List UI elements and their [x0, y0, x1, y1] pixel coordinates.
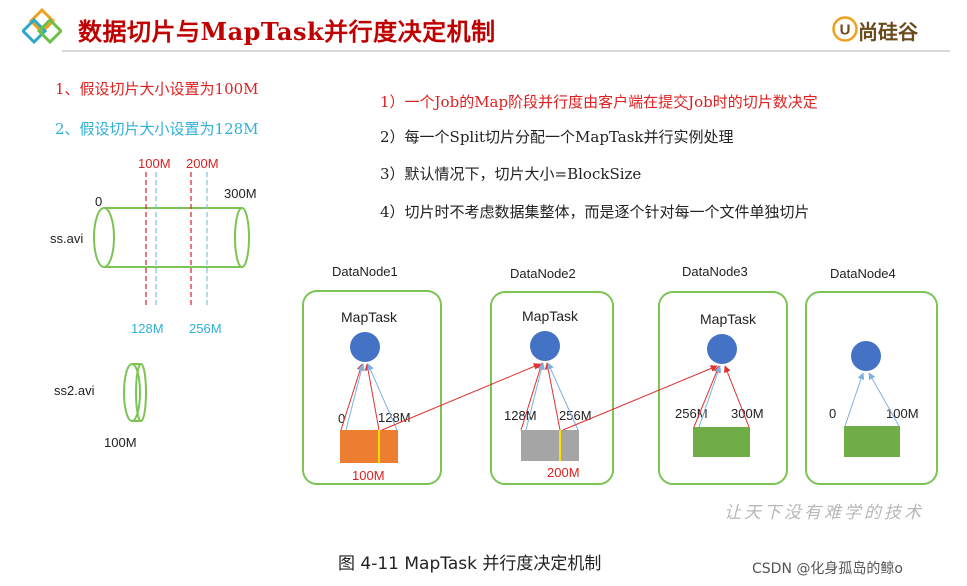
arrow-blue-3a — [698, 365, 722, 428]
block-1-bottom-label: 100M — [352, 468, 385, 483]
case-1-text: 1、假设切片大小设置为100M — [55, 80, 259, 98]
file-name-ss-avi: ss.avi — [50, 231, 83, 246]
block-4-right-label: 100M — [886, 406, 919, 421]
rule-2: 2）每一个Split切片分配一个MapTask并行实例处理 — [380, 128, 734, 146]
block-1-orange — [340, 430, 398, 463]
block-3-right-label: 300M — [731, 406, 764, 421]
block-1-left-label: 0 — [338, 411, 345, 426]
case-2-text: 2、假设切片大小设置为128M — [55, 120, 259, 138]
arrow-red-1a — [340, 363, 364, 431]
arrow-blue-4a — [844, 372, 865, 427]
datanode-2-label: DataNode2 — [510, 266, 576, 281]
arrow-blue-1b — [367, 363, 398, 431]
arrow-blue-2b — [547, 362, 579, 431]
rule-3: 3）默认情况下，切片大小=BlockSize — [380, 165, 642, 183]
arrow-red-2a — [520, 362, 544, 431]
maptask-2-circle — [530, 331, 560, 361]
brand-logo-letter: U — [840, 22, 851, 39]
datanode-4-label: DataNode4 — [830, 266, 896, 281]
page-title: 数据切片与MapTask并行度决定机制 — [78, 17, 496, 46]
file2-size-label: 100M — [104, 435, 137, 450]
maptask-1-label: MapTask — [341, 309, 398, 325]
arrow-red-2b — [544, 362, 561, 431]
block-2-bottom-label: 200M — [547, 465, 580, 480]
arrow-red-1b — [364, 363, 380, 431]
datanode-4-box — [805, 291, 938, 485]
block-2-left-label: 128M — [504, 408, 537, 423]
figure-caption: 图 4-11 MapTask 并行度决定机制 — [338, 554, 602, 574]
mark-100m: 100M — [138, 156, 171, 171]
header-divider — [62, 50, 950, 52]
datanode-1-box — [302, 290, 442, 485]
mark-256m: 256M — [189, 321, 222, 336]
arrow-blue-2a — [525, 362, 545, 431]
file-name-ss2-avi: ss2.avi — [54, 383, 95, 398]
maptask-1-circle — [350, 332, 380, 362]
brand-logo-text: 尚硅谷 — [858, 20, 918, 44]
block-4-left-label: 0 — [829, 406, 836, 421]
datanode-2-box — [490, 291, 614, 485]
maptask-4-circle — [851, 341, 881, 371]
block-2-right-label: 256M — [559, 408, 592, 423]
maptask-3-circle — [707, 334, 737, 364]
file-end-label: 300M — [224, 186, 257, 201]
file-ss2-avi-cylinder — [123, 363, 147, 422]
datanode-1-label: DataNode1 — [332, 264, 398, 279]
rule-4: 4）切片时不考虑数据集整体，而是逐个针对每一个文件单独切片 — [380, 203, 810, 221]
rule-1: 1）一个Job的Map阶段并行度由客户端在提交Job时的切片数决定 — [380, 93, 818, 111]
brand-logo-icon: U — [832, 16, 858, 42]
arrow-red-cross-1 — [381, 363, 541, 431]
arrow-red-cross-2 — [562, 365, 718, 431]
datanode-3-label: DataNode3 — [682, 264, 748, 279]
maptask-2-label: MapTask — [522, 308, 579, 324]
arrow-red-3b — [724, 365, 750, 428]
block-3-green — [693, 427, 750, 457]
csdn-footer: CSDN @化身孤岛的鲸o — [752, 561, 903, 577]
arrow-red-3a — [693, 365, 720, 428]
arrow-blue-1a — [345, 363, 365, 431]
mark-128m: 128M — [131, 321, 164, 336]
arrow-blue-4b — [868, 372, 900, 427]
block-2-gray — [521, 430, 579, 461]
watermark-text: 让天下没有难学的技术 — [724, 503, 924, 523]
block-3-left-label: 256M — [675, 406, 708, 421]
file-ss-avi-cylinder — [93, 207, 250, 268]
mark-200m: 200M — [186, 156, 219, 171]
file-start-label: 0 — [95, 194, 102, 209]
diamond-logo-icon — [22, 8, 62, 45]
maptask-3-label: MapTask — [700, 311, 757, 327]
datanode-3-box — [658, 291, 788, 485]
block-4-green — [844, 426, 900, 457]
